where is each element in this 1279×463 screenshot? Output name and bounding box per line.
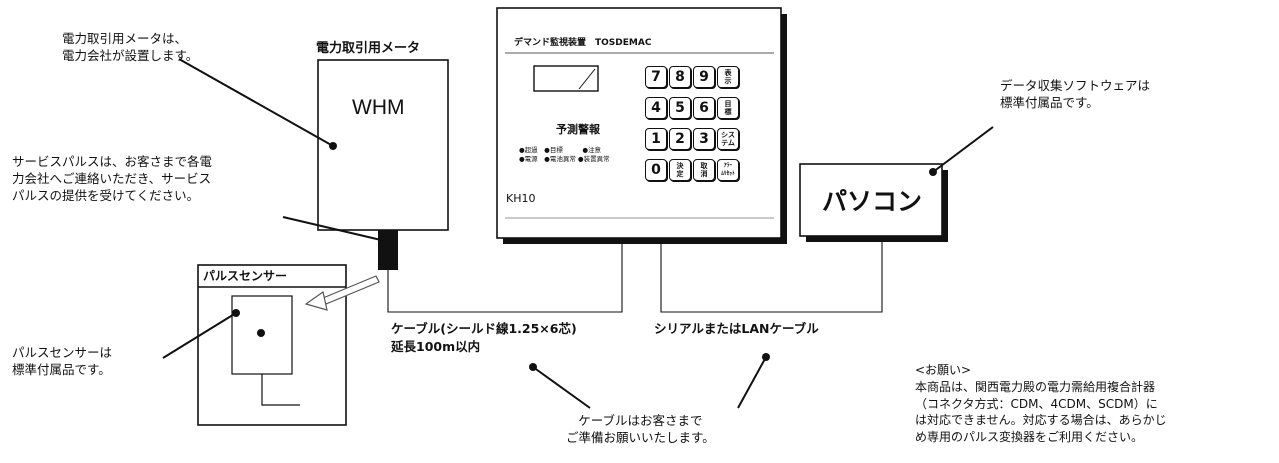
key-alarm-reset[interactable]: ｱﾗｰ ﾑﾘｾｯﾄ [717,159,739,181]
device-model: KH10 [506,192,536,205]
key-0[interactable]: 0 [645,159,667,181]
key-4[interactable]: 4 [645,97,667,119]
shielded-cable-label: ケーブル(シールド線1.25×6芯) 延長100m以内 [391,321,577,354]
key-2[interactable]: 2 [669,128,691,150]
device-box [496,7,782,239]
shielded-cable [387,238,623,313]
meter-title: 電力取引用メータ [316,41,421,56]
meter-label: WHM [352,96,405,119]
meter-box [317,59,449,231]
key-cancel[interactable]: 取 消 [693,159,715,181]
key-1[interactable]: 1 [645,128,667,150]
pulse-sensor-callout: パルスセンサーは 標準付属品です。 [12,345,113,377]
key-9[interactable]: 9 [693,66,715,88]
pc-box [799,163,943,237]
key-5[interactable]: 5 [669,97,691,119]
notice-body: 本商品は、関西電力殿の電力需給用複合計器 （コネクタ方式：CDM、4CDM、SC… [915,380,1167,444]
key-3[interactable]: 3 [693,128,715,150]
meter-callout: 電力取引用メータは、 電力会社が設置します。 [62,31,199,63]
pc-callout: データ収集ソフトウェアは 標準付属品です。 [1000,78,1151,110]
device-title: デマンド監視装置 TOSDEMAC [514,38,652,48]
pc-label: パソコン [822,187,923,216]
service-pulse-callout: サービスパルスは、お客さまで各電 力会社へご連絡いただき、サービス パルスの提供… [12,154,213,203]
pulse-sensor-title: パルスセンサー [203,269,288,283]
key-7[interactable]: 7 [645,66,667,88]
serial-cable [660,238,883,313]
key-display[interactable]: 表 示 [717,66,739,88]
key-8[interactable]: 8 [669,66,691,88]
key-target[interactable]: 目 標 [717,97,739,119]
key-enter[interactable]: 決 定 [669,159,691,181]
key-system[interactable]: シス テム [717,128,739,150]
device-indicator-row: ●電源 ●電池異常 ●装置異常 [519,155,610,163]
device-forecast-label: 予測警報 [556,123,600,136]
serial-cable-label: シリアルまたはLANケーブル [654,321,819,336]
key-6[interactable]: 6 [693,97,715,119]
notice-heading: <お願い> [915,363,972,377]
device-display [533,65,599,92]
pulse-terminal [378,230,398,270]
device-indicator-row: ●超過 ●目標 ●注意 [519,146,602,154]
cable-callout: ケーブルはお客さまで ご準備お願いいたします。 [566,413,715,445]
pulse-sensor-box [197,264,347,426]
